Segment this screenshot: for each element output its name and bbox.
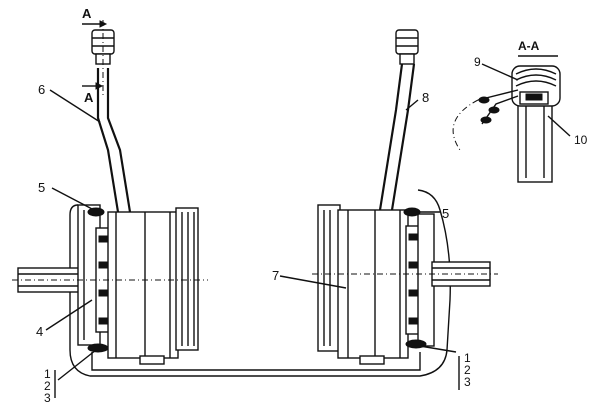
callout-2-left: 2	[44, 379, 51, 393]
section-marker-bottom: A	[84, 90, 94, 105]
section-a-a-detail	[452, 55, 561, 183]
callout-9: 9	[474, 55, 481, 69]
callout-3-left: 3	[44, 391, 51, 405]
left-gear-housing	[12, 204, 208, 365]
section-title: A-A	[518, 39, 540, 53]
left-fastener-1-2-3	[87, 343, 109, 353]
callout-7: 7	[272, 268, 279, 283]
callout-3-right: 3	[464, 375, 471, 389]
callout-labels: A A A-A 6 5 4 1 2 3 7 5 8 9 10 1 2 3	[36, 6, 588, 405]
callout-1-right: 1	[464, 351, 471, 365]
right-gear-housing	[312, 204, 498, 365]
callout-4: 4	[36, 324, 43, 339]
left-shift-lever	[82, 20, 132, 213]
callout-2-right: 2	[464, 363, 471, 377]
callout-1-left: 1	[44, 367, 51, 381]
callout-5-right: 5	[442, 206, 449, 221]
callout-8: 8	[422, 90, 429, 105]
left-fastener-5	[87, 207, 105, 217]
right-lever-knob	[395, 29, 419, 55]
base-frame	[69, 189, 451, 377]
callout-10: 10	[574, 133, 588, 147]
callout-6: 6	[38, 82, 45, 97]
callout-5-left: 5	[38, 180, 45, 195]
right-shift-lever	[378, 29, 419, 211]
leader-lines	[45, 63, 571, 398]
section-marker-top: A	[82, 6, 92, 21]
